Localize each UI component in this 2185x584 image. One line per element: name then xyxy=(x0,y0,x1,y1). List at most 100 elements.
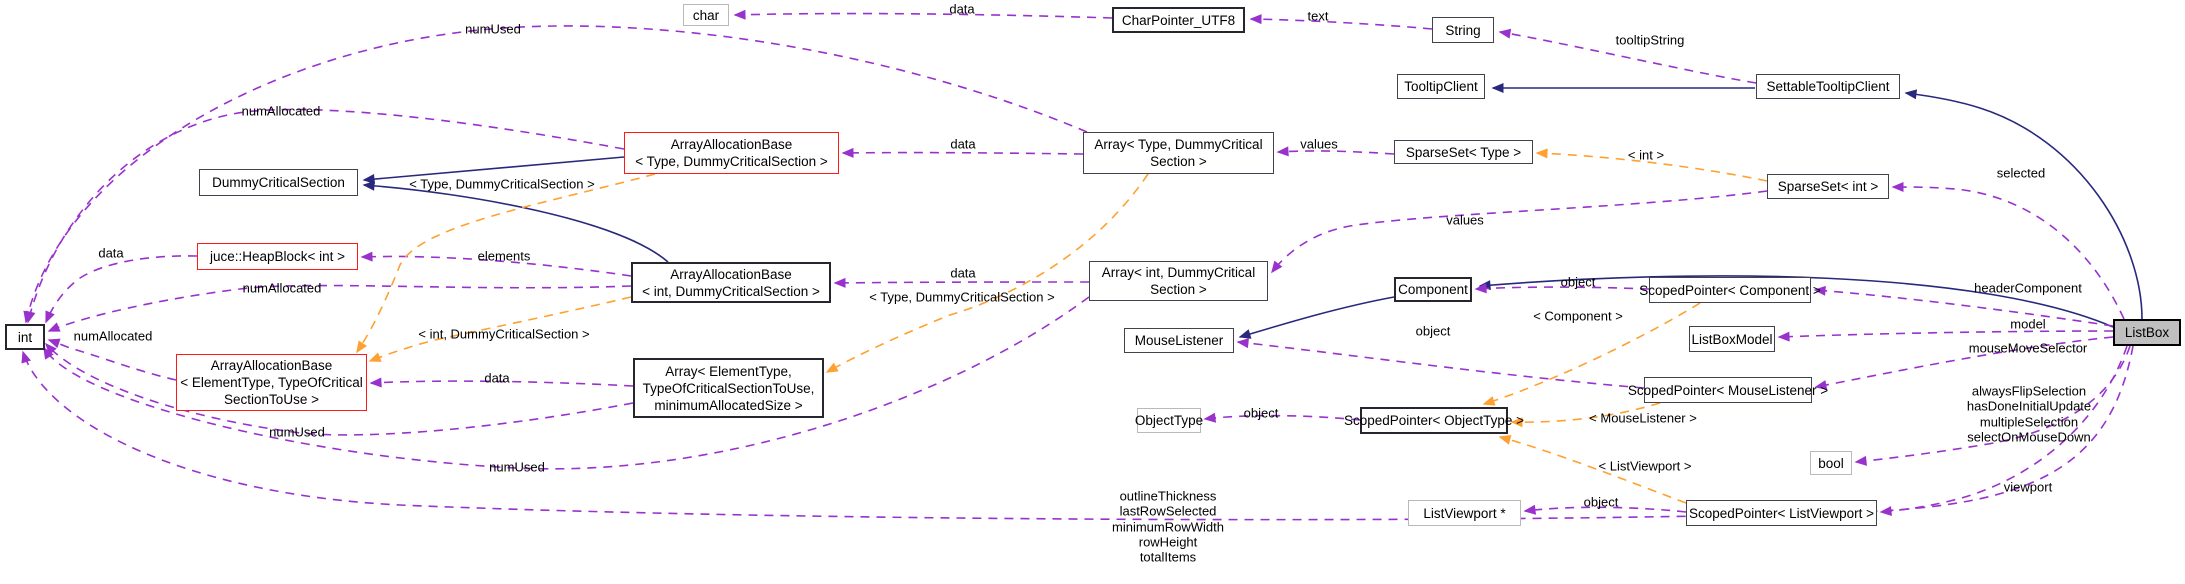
edge-label-line: values xyxy=(1300,136,1338,152)
class-node-component[interactable]: Component xyxy=(1394,277,1472,302)
class-node-objecttype[interactable]: ObjectType xyxy=(1135,408,1203,433)
edge-label-scopedpointer-objecttype-to-objecttype: object xyxy=(1244,405,1279,420)
class-node-label: ListViewport * xyxy=(1423,505,1506,521)
edge-label-array-int-to-int: numUsed xyxy=(489,459,545,474)
class-node-label: ScopedPointer< Component > xyxy=(1639,282,1821,298)
edge-label-listbox-to-listboxmodel: model xyxy=(2010,316,2045,331)
edge-usage-array-type-to-arrayallocationbase-type xyxy=(841,147,1084,158)
class-node-listboxmodel[interactable]: ListBoxModel xyxy=(1689,326,1775,352)
edge-label-arrayallocationbase-int-to-int: numAllocated xyxy=(243,280,322,295)
edge-label-sparseset-type-to-array-type: values xyxy=(1300,136,1338,151)
class-node-label: TooltipClient xyxy=(1404,79,1478,94)
edge-label-arrayallocationbase-elementtype-to-int: numAllocated xyxy=(74,328,153,343)
edge-label-line: < MouseListener > xyxy=(1589,410,1697,426)
class-node-dummycriticalsection[interactable]: DummyCriticalSection xyxy=(199,169,358,196)
class-node-heapblock-int[interactable]: juce::HeapBlock< int > xyxy=(197,243,358,270)
class-node-label: SparseSet< Type > xyxy=(1405,144,1522,160)
edge-label-array-type-to-int: numUsed xyxy=(465,21,521,36)
edge-label-string-to-charpointer-utf8: text xyxy=(1308,8,1329,23)
class-node-label: TypeOfCriticalSectionToUse, xyxy=(642,380,815,396)
class-node-tooltipclient[interactable]: TooltipClient xyxy=(1397,74,1485,99)
class-node-label: ArrayAllocationBase xyxy=(670,137,793,152)
edge-usage-scopedpointer-component-to-component xyxy=(1474,283,1650,294)
edge-label-line: selected xyxy=(1996,165,2046,181)
class-node-listviewport-ptr[interactable]: ListViewport * xyxy=(1408,500,1521,526)
class-node-label: ScopedPointer< MouseListener > xyxy=(1627,382,1829,398)
class-node-label: minimumAllocatedSize > xyxy=(654,397,803,413)
edge-label-line: minimumRowWidth xyxy=(1112,519,1224,535)
class-node-arrayallocationbase-int[interactable]: ArrayAllocationBase< int, DummyCriticalS… xyxy=(631,262,831,303)
class-node-bool[interactable]: bool xyxy=(1810,451,1852,475)
class-node-label: ScopedPointer< ObjectType > xyxy=(1343,413,1525,428)
edge-label-scopedpointer-component-to-component: object xyxy=(1561,274,1596,289)
edge-usage-arrayallocationbase-type-to-int xyxy=(25,108,625,324)
class-node-label: ListBoxModel xyxy=(1691,331,1773,347)
class-node-label: Section > xyxy=(1150,154,1207,169)
edge-usage-listbox-to-bool xyxy=(1854,345,2131,466)
edge-usage-scopedpointer-objecttype-to-objecttype xyxy=(1203,412,1361,423)
class-node-scopedpointer-objecttype[interactable]: ScopedPointer< ObjectType > xyxy=(1344,407,1524,434)
edge-label-arrayallocationbase-type-to-arrayallocationbase-elementtype: < Type, DummyCriticalSection > xyxy=(409,176,594,191)
class-node-arrayallocationbase-elementtype[interactable]: ArrayAllocationBase< ElementType, TypeOf… xyxy=(176,354,367,411)
class-node-label: ArrayAllocationBase xyxy=(670,266,792,282)
class-node-array-elementtype[interactable]: Array< ElementType,TypeOfCriticalSection… xyxy=(633,358,824,418)
class-node-label: ScopedPointer< ListViewport > xyxy=(1688,505,1875,521)
class-node-label: Array< Type, DummyCritical xyxy=(1094,137,1263,152)
edge-usage-array-int-to-arrayallocationbase-int xyxy=(833,277,1090,288)
class-node-charpointer-utf8[interactable]: CharPointer_UTF8 xyxy=(1112,7,1245,33)
class-node-mouselistener[interactable]: MouseListener xyxy=(1124,328,1234,353)
edge-label-line: data xyxy=(949,1,975,17)
edge-label-arrayallocationbase-int-to-heapblock-int: elements xyxy=(478,248,531,263)
class-node-label: bool xyxy=(1818,455,1844,471)
class-node-string[interactable]: String xyxy=(1432,17,1494,43)
class-node-arrayallocationbase-type[interactable]: ArrayAllocationBase < Type, DummyCritical… xyxy=(624,132,839,174)
edge-label-line: outlineThickness xyxy=(1119,488,1217,504)
edge-usage-listbox-to-scopedpointer-mouselistener xyxy=(1814,336,2114,390)
edge-label-listbox-to-scopedpointer-mouselistener: mouseMoveSelector xyxy=(1969,340,2088,355)
edge-usage-listbox-to-listboxmodel xyxy=(1777,330,2114,342)
edge-label-line: headerComponent xyxy=(1974,280,2082,296)
edge-label-line: selectOnMouseDown xyxy=(1967,429,2091,445)
edge-label-line: numAllocated xyxy=(241,103,321,119)
edge-usage-array-elementtype-to-int xyxy=(44,342,634,436)
edge-label-scopedpointer-component-to-scopedpointer-objecttype: < Component > xyxy=(1533,308,1623,323)
class-node-int[interactable]: int xyxy=(5,324,45,350)
edge-label-line: data xyxy=(98,245,124,261)
class-node-label: < Type, DummyCriticalSection > xyxy=(635,154,828,169)
edge-label-line: object xyxy=(1560,274,1596,290)
class-node-label: MouseListener xyxy=(1134,333,1224,348)
class-node-char[interactable]: char xyxy=(683,4,729,26)
edge-label-line: < Component > xyxy=(1533,308,1623,324)
class-node-label: SettableTooltipClient xyxy=(1766,79,1890,94)
edge-usage-scopedpointer-listviewport-to-listviewport-ptr xyxy=(1523,504,1687,515)
edge-label-line: hasDoneInitialUpdate xyxy=(1966,398,2092,414)
edge-label-array-type-to-array-elementtype: < Type, DummyCriticalSection > xyxy=(869,289,1054,304)
edge-inheritance-component-to-mouselistener xyxy=(1238,296,1395,339)
edge-template-sparseset-int-to-sparseset-type xyxy=(1535,148,1768,182)
edge-template-scopedpointer-component-to-scopedpointer-objecttype xyxy=(1482,302,1701,406)
edge-label-sparseset-int-to-array-int: values xyxy=(1446,212,1484,227)
class-node-label: CharPointer_UTF8 xyxy=(1121,12,1236,28)
edge-label-line: < Type, DummyCriticalSection > xyxy=(409,176,595,192)
class-node-label: < ElementType, TypeOfCritical xyxy=(180,375,363,390)
edge-usage-arrayallocationbase-elementtype-to-int xyxy=(47,338,177,381)
class-node-scopedpointer-listviewport[interactable]: ScopedPointer< ListViewport > xyxy=(1686,500,1877,526)
class-node-scopedpointer-component[interactable]: ScopedPointer< Component > xyxy=(1639,277,1821,303)
edge-label-line: object xyxy=(1583,494,1619,510)
class-node-label: String xyxy=(1445,22,1481,38)
edge-label-line: object xyxy=(1243,405,1279,421)
edge-label-line: rowHeight xyxy=(1138,534,1198,550)
class-node-settabletooltipclient[interactable]: SettableTooltipClient xyxy=(1756,74,1900,99)
edge-usage-arrayallocationbase-int-to-heapblock-int xyxy=(360,251,632,277)
class-node-listbox[interactable]: ListBox xyxy=(2113,319,2181,346)
class-node-sparseset-int[interactable]: SparseSet< int > xyxy=(1767,174,1889,199)
class-node-scopedpointer-mouselistener[interactable]: ScopedPointer< MouseListener > xyxy=(1628,377,1828,403)
class-node-sparseset-type[interactable]: SparseSet< Type > xyxy=(1394,140,1533,164)
edge-label-array-elementtype-to-int: numUsed xyxy=(269,424,325,439)
edge-label-heapblock-int-to-int: data xyxy=(98,245,123,260)
edge-label-line: numAllocated xyxy=(73,328,153,344)
